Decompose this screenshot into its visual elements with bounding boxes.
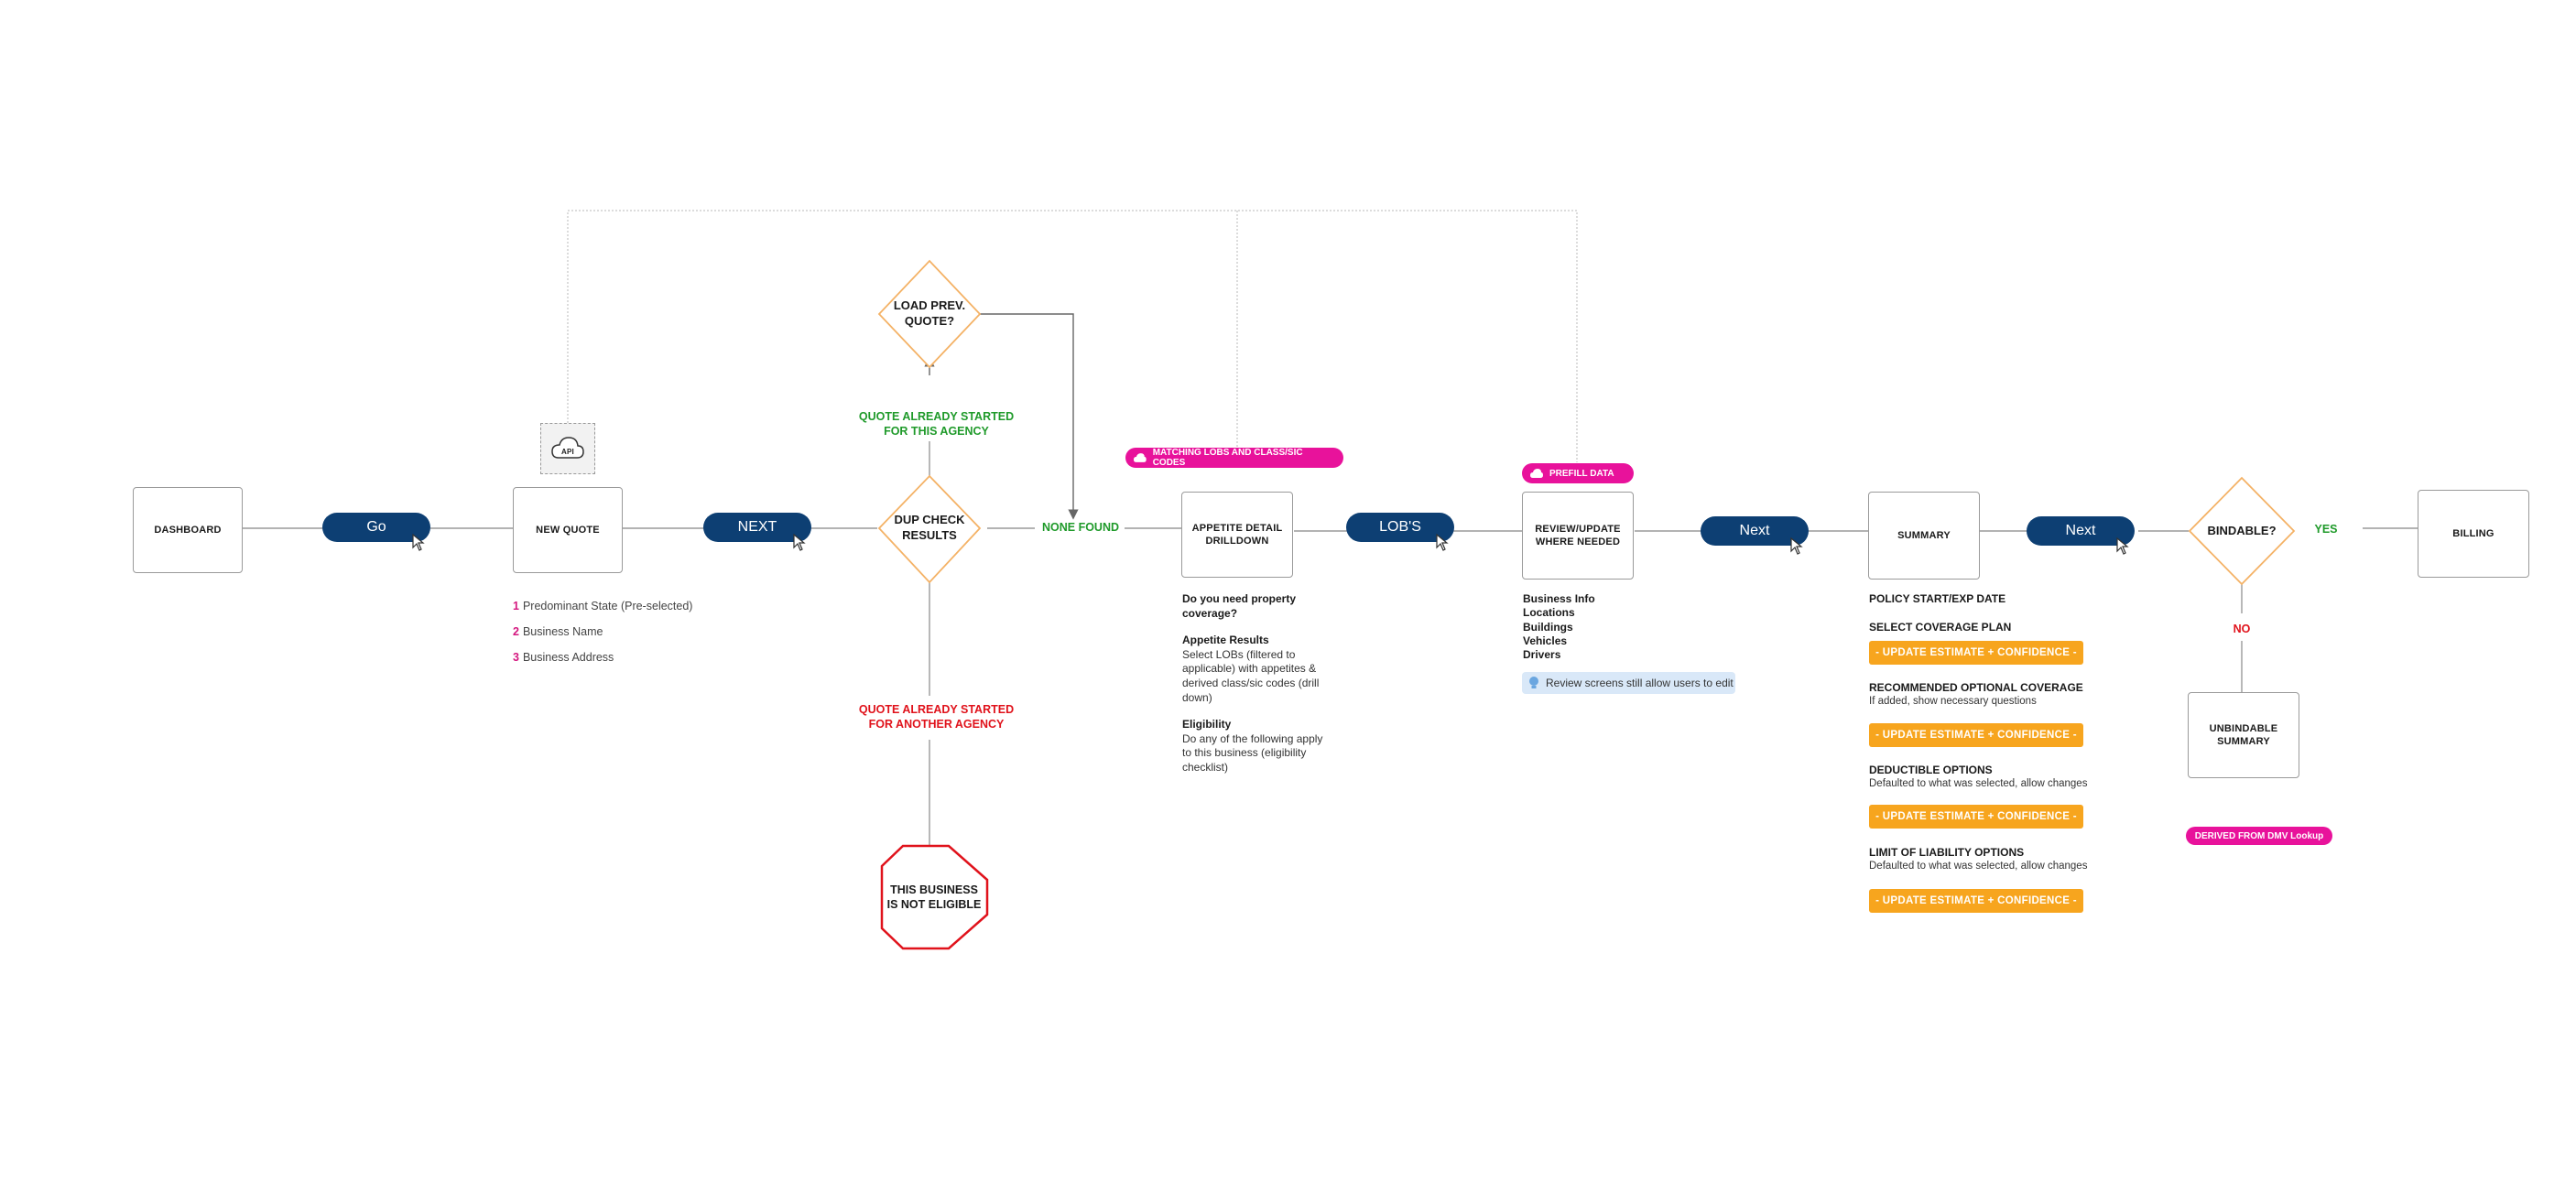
new-quote-node: NEW QUOTE [513, 487, 623, 573]
billing-node: BILLING [2418, 490, 2529, 578]
started-this-agency-label: QUOTE ALREADY STARTED FOR THIS AGENCY [858, 410, 1015, 439]
list-item: Buildings [1523, 620, 1573, 634]
pointer-cursor-icon [1790, 537, 1803, 555]
svg-text:API: API [561, 448, 574, 456]
liability-heading: LIMIT OF LIABILITY OPTIONS [1869, 846, 2025, 859]
list-item: Locations [1523, 606, 1575, 620]
list-item: Vehicles [1523, 634, 1568, 648]
next-button[interactable]: NEXT [703, 513, 811, 542]
liability-sub: Defaulted to what was selected, allow ch… [1869, 861, 2088, 872]
eligibility-title: Eligibility [1182, 718, 1232, 731]
not-eligible-label: THIS BUSINESS IS NOT ELIGIBLE [886, 883, 982, 911]
dmv-lookup-tag: DERIVED FROM DMV Lookup [2186, 827, 2332, 845]
appetite-results-title: Appetite Results [1182, 634, 1269, 647]
next-summary-button[interactable]: Next [2027, 516, 2135, 546]
summary-node: SUMMARY [1868, 492, 1980, 580]
update-estimate-button[interactable]: - UPDATE ESTIMATE + CONFIDENCE - [1869, 889, 2083, 913]
review-update-node: REVIEW/UPDATE WHERE NEEDED [1522, 492, 1634, 580]
list-item: Business Info [1523, 592, 1595, 605]
dup-check-diamond [877, 474, 982, 584]
update-estimate-button[interactable]: - UPDATE ESTIMATE + CONFIDENCE - [1869, 641, 2083, 665]
bindable-diamond [2188, 476, 2296, 586]
matching-lobs-tag: MATCHING LOBS AND CLASS/SIC CODES [1125, 448, 1343, 468]
load-prev-quote-label: LOAD PREV. QUOTE? [893, 298, 966, 328]
appetite-notes: Do you need property coverage? Appetite … [1182, 592, 1329, 775]
cloud-icon [1133, 453, 1147, 462]
none-found-label: NONE FOUND [1041, 521, 1120, 534]
yes-label: YES [2314, 523, 2338, 536]
coverage-plan-heading: SELECT COVERAGE PLAN [1869, 621, 2012, 634]
eligibility-body: Do any of the following apply to this bu… [1182, 731, 1323, 774]
started-another-agency-label: QUOTE ALREADY STARTED FOR ANOTHER AGENCY [858, 703, 1015, 731]
property-question: Do you need property coverage? [1182, 592, 1297, 620]
review-hint: Review screens still allow users to edit [1522, 672, 1735, 694]
optional-coverage-sub: If added, show necessary questions [1869, 696, 2037, 707]
pointer-cursor-icon [2116, 537, 2129, 555]
go-button[interactable]: Go [322, 513, 430, 542]
update-estimate-button[interactable]: - UPDATE ESTIMATE + CONFIDENCE - [1869, 805, 2083, 829]
appetite-detail-node: APPETITE DETAIL DRILLDOWN [1181, 492, 1293, 578]
prefill-data-tag: PREFILL DATA [1522, 463, 1634, 483]
unbindable-summary-node: UNBINDABLE SUMMARY [2188, 692, 2299, 778]
lightbulb-icon [1529, 677, 1538, 688]
appetite-results-body: Select LOBs (filtered to applicable) wit… [1182, 647, 1320, 704]
pointer-cursor-icon [793, 534, 806, 551]
optional-coverage-heading: RECOMMENDED OPTIONAL COVERAGE [1869, 681, 2083, 694]
deductible-sub: Defaulted to what was selected, allow ch… [1869, 778, 2088, 789]
policy-dates-heading: POLICY START/EXP DATE [1869, 592, 2006, 605]
load-prev-quote-diamond [877, 259, 982, 369]
update-estimate-button[interactable]: - UPDATE ESTIMATE + CONFIDENCE - [1869, 723, 2083, 747]
list-item: Drivers [1523, 648, 1561, 662]
next-review-button[interactable]: Next [1701, 516, 1809, 546]
lobs-button[interactable]: LOB'S [1346, 513, 1454, 542]
pointer-cursor-icon [412, 534, 425, 551]
cloud-icon: API [551, 437, 584, 459]
no-label: NO [2233, 623, 2251, 635]
api-node: API [540, 423, 595, 474]
dup-check-label: DUP CHECK RESULTS [894, 513, 965, 542]
pointer-cursor-icon [1436, 534, 1449, 551]
cloud-icon [1530, 469, 1543, 478]
not-eligible-octagon [880, 844, 989, 950]
deductible-heading: DEDUCTIBLE OPTIONS [1869, 764, 1993, 776]
review-notes: Business Info Locations Buildings Vehicl… [1523, 592, 1595, 663]
bindable-label: BINDABLE? [2207, 523, 2277, 537]
dashboard-node: DASHBOARD [133, 487, 243, 573]
